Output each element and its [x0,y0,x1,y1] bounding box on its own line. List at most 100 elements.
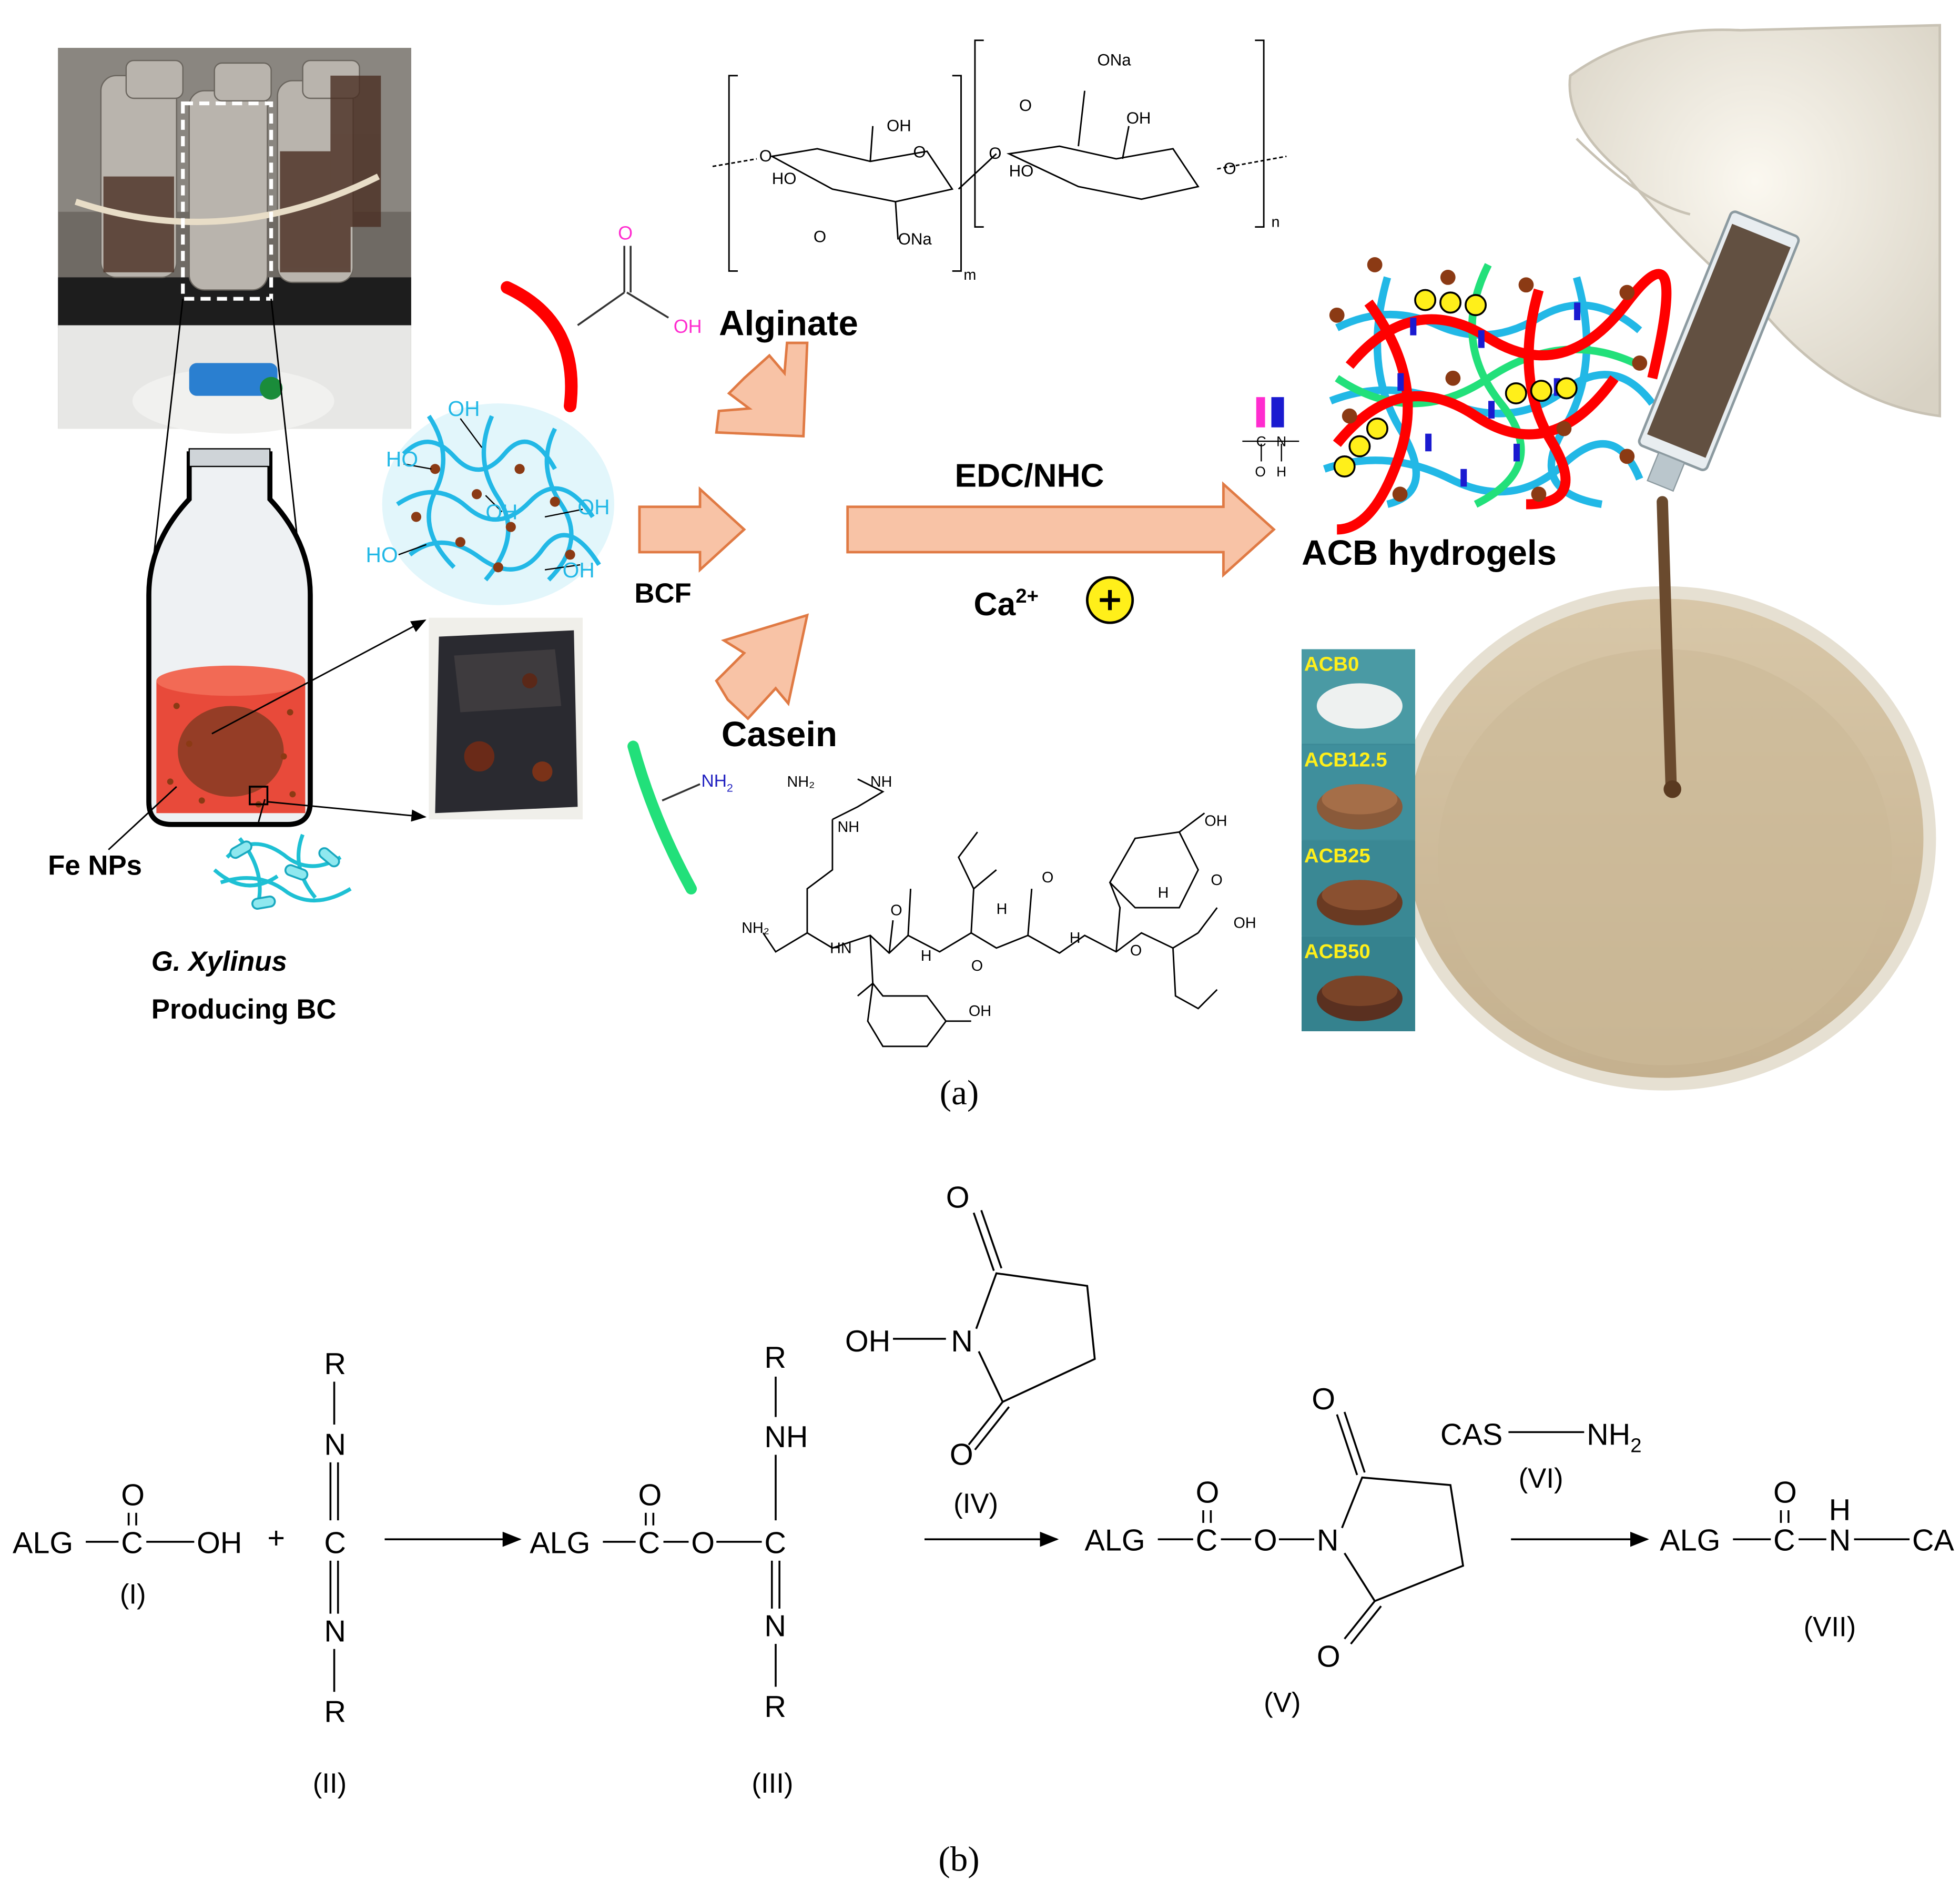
o-label: O [1196,1476,1220,1510]
n-label: N [324,1614,346,1648]
o-label: O [1312,1382,1335,1416]
organism-label: G. Xylinus [151,946,287,977]
casein-h-label: H [1158,884,1169,901]
alg-label: ALG [13,1527,73,1560]
sample-label-acb12-5: ACB12.5 [1304,749,1387,771]
fe-nps-label: Fe NPs [48,850,142,881]
casein-o-label: O [971,958,983,974]
alg-oh-label: OH [887,116,911,135]
bcf-oh-label: OH [577,495,610,519]
c-label: C [764,1527,786,1560]
c-label: C [638,1527,661,1560]
sample-label-acb25: ACB25 [1304,845,1370,867]
carbon-label: C [121,1527,143,1560]
amine-bond [662,783,700,801]
cas-cut-label: CA [1912,1524,1955,1558]
amide-h-label: H [1276,464,1286,480]
panel-a-label: (a) [940,1073,979,1112]
label-i: (I) [120,1579,146,1610]
bc-zoom-arrow [211,619,426,735]
producing-bc-label: Producing BC [151,994,337,1025]
hydroxyl-label: OH [197,1527,242,1560]
casein-nh-label: NH [837,819,859,836]
label-iv: (IV) [953,1488,998,1519]
amide-o-label: O [1255,464,1266,480]
incubator-photo [58,48,411,434]
n-label: N [1829,1524,1851,1558]
c-label: C [1196,1524,1218,1558]
carboxyl-group [577,246,669,326]
amine-label: NH2 [701,771,733,795]
alginate-label: Alginate [719,304,858,343]
alg-ho-label: HO [1009,162,1034,180]
bcf-oh-label: OH [448,396,480,421]
casein-h-label: H [1070,930,1081,947]
casein-h-label: H [921,948,932,964]
bcf-network: OH HO OH OH HO OH [366,396,614,605]
carboxyl-o-label: O [618,222,633,244]
bcf-oh-label: OH [485,500,517,524]
n-label: N [324,1428,346,1462]
casein-o-label: O [1130,942,1142,959]
o-label: O [1254,1524,1277,1558]
alg-label: ALG [1085,1524,1145,1558]
alg-ho-label: HO [772,169,797,188]
amide-n-label: N [1276,434,1286,450]
n-label: N [1317,1524,1339,1558]
amide-bond-legend [1242,397,1299,462]
h-label: H [1829,1493,1851,1527]
casein-label: Casein [722,715,837,754]
alg-o-label: O [814,227,826,246]
label-vii: (VII) [1804,1612,1856,1643]
casein-nh-label: NH [870,774,892,790]
casein-h2n-label: NH₂ [742,920,769,937]
r-label: R [764,1341,786,1375]
casein-oh-label: OH [969,1003,991,1020]
r-label: R [324,1347,346,1381]
sample-label-acb0: ACB0 [1304,653,1359,675]
casein-chain [627,740,697,894]
cas-label: CAS [1440,1418,1502,1451]
casein-o-label: O [1211,872,1222,889]
oh-label: OH [845,1325,890,1358]
bacteria-pointer [258,799,266,822]
sample-strip: ACB0 ACB12.5 ACB25 ACB50 [1302,649,1415,1032]
oxygen-label: O [121,1478,145,1512]
label-vi: (VI) [1519,1463,1563,1494]
bcf-ho-label: HO [366,543,398,567]
label-ii: (II) [313,1768,347,1799]
alg-o-label: O [1223,159,1236,178]
fe-nps-pointer [108,786,177,850]
acb-hydrogel-network [1323,257,1672,535]
sample-label-acb50: ACB50 [1304,940,1370,963]
alg-ona-label: ONa [898,230,932,248]
o-label: O [1773,1476,1797,1510]
bcf-oh-label: OH [563,558,595,582]
casein-oh-label: OH [1234,914,1256,931]
casein-h-label: H [997,901,1008,918]
calcium-label: Ca2+ [974,585,1039,623]
alg-o-label: O [759,147,772,165]
casein-o-label: O [1042,869,1053,886]
o-label: O [638,1478,662,1512]
extrusion-photo [1394,24,1942,1091]
casein-o-label: O [890,902,902,919]
plus-sign: + [267,1521,285,1555]
bc-zoom-arrow [267,801,427,822]
r-label: R [324,1695,346,1729]
label-v: (V) [1264,1687,1301,1719]
c-label: C [1773,1524,1795,1558]
alginate-structure [712,39,1287,272]
label-iii: (III) [751,1768,793,1799]
flow-arrows [638,341,1276,720]
alg-ona-label: ONa [1098,51,1132,69]
casein-oh-label: OH [1204,812,1227,829]
alg-label: ALG [1660,1524,1720,1558]
alginate-chain [501,281,578,412]
bc-photo [429,617,583,820]
alg-ring-o-label: O [913,143,926,161]
carboxyl-oh-label: OH [674,316,702,337]
amide-c-label: C [1256,434,1266,450]
casein-hn-label: HN [830,940,852,957]
